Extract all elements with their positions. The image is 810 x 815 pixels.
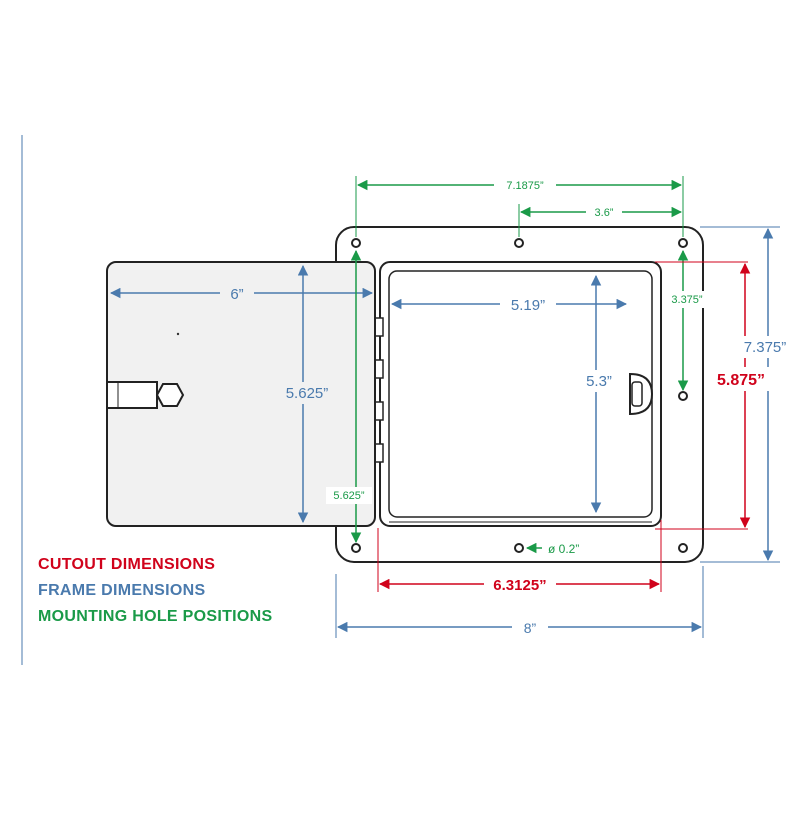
label-mask <box>220 283 254 303</box>
label-mask <box>735 336 795 358</box>
label-hole-offset-vertical: 3.375” <box>671 294 703 306</box>
label-mask <box>663 291 711 308</box>
label-mask <box>512 617 548 637</box>
label-mask <box>586 204 622 221</box>
label-mask <box>500 294 556 314</box>
guide-lines <box>21 135 780 665</box>
mounting-hole-bottom-right <box>678 543 688 553</box>
label-cutout-height: 5.875” <box>717 372 765 389</box>
label-door-height: 5.625” <box>286 385 329 402</box>
latch-keeper-slot <box>631 381 643 407</box>
label-door-width: 6” <box>230 286 243 303</box>
mounting-hole-top-right <box>678 238 688 248</box>
door-dot <box>176 332 180 336</box>
label-hole-span-vertical: 5.625” <box>333 490 365 502</box>
label-mask <box>494 176 556 194</box>
mounting-hole-bottom-left <box>351 543 361 553</box>
label-mask <box>710 367 772 391</box>
label-mask <box>326 487 372 504</box>
door-latch-handle <box>106 381 185 409</box>
label-hole-span-horizontal: 7.1875” <box>506 180 544 192</box>
label-hole-offset-right: 3.6” <box>595 207 614 219</box>
label-mask <box>576 370 622 392</box>
mounting-hole-top-center <box>514 238 524 248</box>
label-hole-diameter: ø 0.2” <box>548 542 579 556</box>
label-cutout-width: 6.3125” <box>493 577 546 594</box>
mounting-hole-mid-right <box>678 391 688 401</box>
legend-mounting: MOUNTING HOLE POSITIONS <box>38 608 273 625</box>
label-opening-height: 5.3” <box>586 373 612 390</box>
mounting-hole-top-left <box>351 238 361 248</box>
label-opening-width: 5.19” <box>511 297 545 314</box>
latch-hex-icon <box>155 383 185 407</box>
label-frame-height: 7.375” <box>744 339 787 356</box>
label-mask <box>484 573 556 595</box>
legend-frame: FRAME DIMENSIONS <box>38 582 206 599</box>
label-mask <box>278 382 336 404</box>
mounting-holes <box>351 238 688 553</box>
mounting-hole-bottom-center <box>514 543 524 553</box>
latch-keeper <box>629 372 654 416</box>
legend-cutout: CUTOUT DIMENSIONS <box>38 556 216 573</box>
label-frame-width: 8” <box>524 620 537 636</box>
